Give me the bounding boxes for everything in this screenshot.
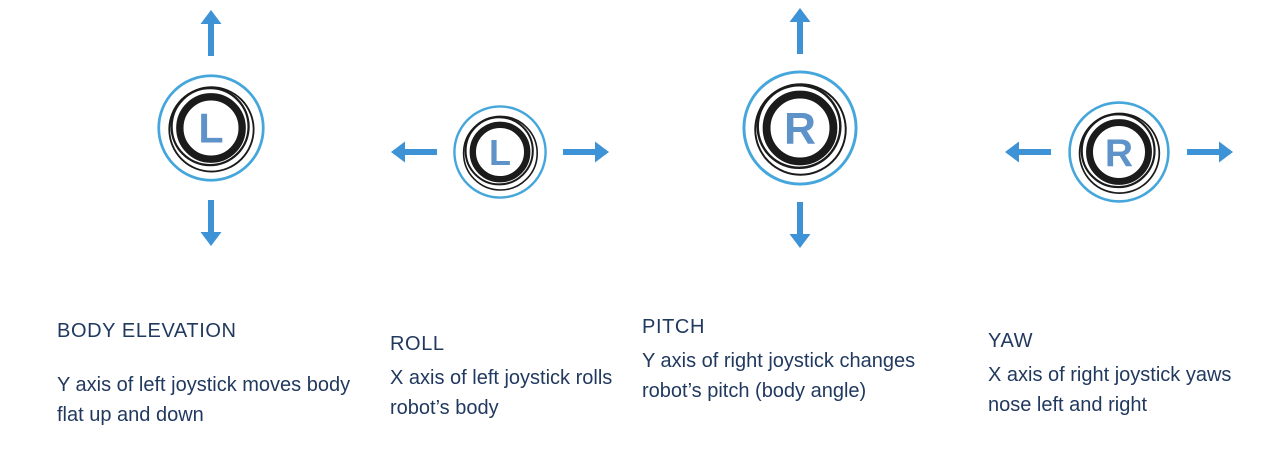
control-description-pitch: PITCH Y axis of right joystick changes r… (642, 316, 932, 406)
control-description-yaw: YAW X axis of right joystick yaws nose l… (988, 330, 1250, 420)
joystick-thick-ring (176, 93, 246, 163)
control-desc: X axis of left joystick rolls robot’s bo… (390, 367, 613, 419)
right-joystick-icon: R (742, 70, 858, 186)
arrow-right-icon (1187, 141, 1233, 163)
arrow-left-shape (1005, 141, 1051, 163)
left-joystick-icon: L (157, 74, 265, 182)
joystick-group-yaw: R (1005, 100, 1233, 204)
left-joystick-icon: L (453, 105, 547, 199)
arrow-up-shape (789, 8, 811, 54)
arrow-down-icon (789, 202, 811, 248)
joystick-thick-ring (762, 90, 838, 166)
arrow-up-icon (789, 8, 811, 54)
arrow-right-shape (563, 141, 609, 163)
arrow-down-icon (200, 200, 222, 246)
joystick-group-body-elevation: L (156, 10, 266, 246)
right-joystick-icon: R (1068, 101, 1170, 203)
joystick-letter: R (784, 105, 816, 154)
joystick-thin-ring (756, 83, 842, 170)
control-desc: Y axis of right joystick changes robot’s… (642, 350, 916, 402)
arrow-left-shape (391, 141, 437, 163)
control-heading: YAW (988, 330, 1034, 352)
joystick-group-roll: L (391, 104, 609, 200)
joystick-thin-ring (1080, 113, 1156, 189)
arrow-up-icon (200, 10, 222, 56)
control-desc: Y axis of left joystick moves body flat … (57, 374, 351, 426)
joystick-thick-ring (1086, 119, 1152, 185)
control-description-body-elevation: BODY ELEVATION Y axis of left joystick m… (57, 320, 369, 430)
joystick-letter: R (1105, 132, 1133, 175)
joystick-thin-ring (170, 86, 250, 167)
control-heading: PITCH (642, 316, 705, 338)
arrow-down-shape (789, 202, 811, 248)
arrow-up-shape (200, 10, 222, 56)
control-heading: BODY ELEVATION (57, 320, 237, 342)
control-heading: ROLL (390, 333, 445, 355)
control-description-roll: ROLL X axis of left joystick rolls robot… (390, 333, 642, 423)
control-desc: X axis of right joystick yaws nose left … (988, 364, 1232, 416)
arrow-left-icon (1005, 141, 1051, 163)
arrow-down-shape (200, 200, 222, 246)
arrow-right-icon (563, 141, 609, 163)
joystick-thin-ring (464, 116, 534, 186)
arrow-right-shape (1187, 141, 1233, 163)
joystick-letter: L (198, 106, 223, 152)
joystick-letter: L (489, 132, 511, 173)
joystick-group-pitch: R (741, 8, 859, 248)
joystick-thick-ring (469, 121, 531, 183)
arrow-left-icon (391, 141, 437, 163)
